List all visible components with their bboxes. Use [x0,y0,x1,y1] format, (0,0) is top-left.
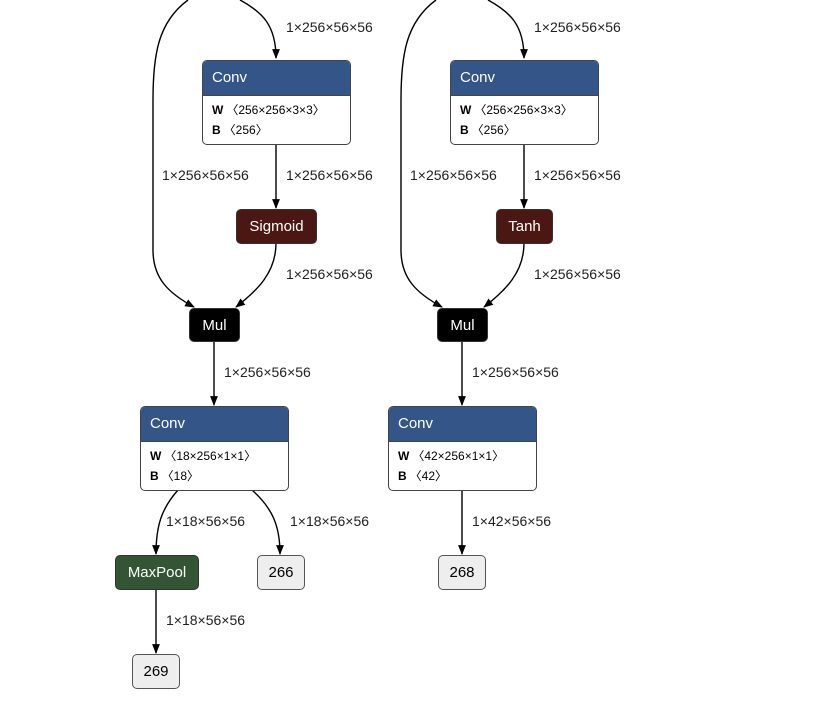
left-maxpool-node[interactable]: MaxPool [115,555,199,590]
left-conv2-bias-shape: 〈18〉 [161,469,200,483]
edge-left-bypass [152,0,195,308]
left-conv1-weight-shape: 〈256×256×3×3〉 [226,103,325,117]
left-edge-label-bypass: 1×256×56×56 [162,167,249,183]
left-edge-label-mul-conv2: 1×256×56×56 [224,364,311,380]
right-edge-label-conv1-tanh: 1×256×56×56 [534,167,621,183]
right-conv1-bias-key: B [460,123,469,137]
output-268-node[interactable]: 268 [438,555,486,590]
left-conv1-weight-key: W [212,103,224,117]
left-conv1-node[interactable]: Conv W〈256×256×3×3〉 B〈256〉 [202,60,351,145]
right-conv2-node[interactable]: Conv W〈42×256×1×1〉 B〈42〉 [388,406,537,491]
right-edge-label-bypass: 1×256×56×56 [410,167,497,183]
left-conv1-bias-shape: 〈256〉 [223,123,268,137]
left-conv2-weight-shape: 〈18×256×1×1〉 [164,449,257,463]
edge-right-tanh-mul [483,242,525,308]
left-edge-label-conv1-sigmoid: 1×256×56×56 [286,167,373,183]
right-conv2-bias-key: B [398,469,407,483]
edge-left-sigmoid-mul [235,242,277,308]
left-edge-label-maxpool-269: 1×18×56×56 [166,612,246,628]
left-conv1-title: Conv [203,61,350,96]
right-conv1-weight-key: W [460,103,472,117]
output-269-node[interactable]: 269 [132,654,180,689]
output-266-label: 266 [268,564,294,581]
right-edge-label-input-conv1: 1×256×56×56 [534,19,621,35]
right-conv2-weight-shape: 〈42×256×1×1〉 [412,449,505,463]
edge-left-input-conv1 [239,0,280,59]
left-sigmoid-node[interactable]: Sigmoid [236,209,317,244]
right-conv1-node[interactable]: Conv W〈256×256×3×3〉 B〈256〉 [450,60,599,145]
right-conv2-bias-shape: 〈42〉 [409,469,448,483]
edge-right-input-conv1 [487,0,528,59]
edge-left-conv2-maxpool [152,489,179,555]
right-tanh-label: Tanh [508,218,541,235]
right-mul-label: Mul [450,316,475,334]
output-266-node[interactable]: 266 [257,555,305,590]
left-conv2-node[interactable]: Conv W〈18×256×1×1〉 B〈18〉 [140,406,289,491]
output-269-label: 269 [143,663,169,680]
left-conv2-title: Conv [141,407,288,442]
left-mul-node[interactable]: Mul [189,308,240,342]
left-conv2-weight-key: W [150,449,162,463]
right-edge-label-tanh-mul: 1×256×56×56 [534,266,621,282]
right-conv2-title: Conv [389,407,536,442]
left-edge-label-sigmoid-mul: 1×256×56×56 [286,266,373,282]
left-conv2-bias-key: B [150,469,159,483]
edge-left-conv2-266 [251,489,284,555]
left-maxpool-label: MaxPool [127,564,187,581]
right-conv2-weight-key: W [398,449,410,463]
left-mul-label: Mul [202,316,227,334]
output-268-label: 268 [449,564,475,581]
left-sigmoid-label: Sigmoid [249,218,304,235]
right-conv1-weight-shape: 〈256×256×3×3〉 [474,103,573,117]
right-conv1-bias-shape: 〈256〉 [471,123,516,137]
right-conv1-title: Conv [451,61,598,96]
right-edge-label-conv2-268: 1×42×56×56 [472,513,552,529]
left-edge-label-conv2-266: 1×18×56×56 [290,513,370,529]
right-tanh-node[interactable]: Tanh [496,209,553,244]
left-edge-label-input-conv1: 1×256×56×56 [286,19,373,35]
edge-right-bypass [400,0,443,308]
right-edge-label-mul-conv2: 1×256×56×56 [472,364,559,380]
left-conv1-bias-key: B [212,123,221,137]
right-mul-node[interactable]: Mul [437,308,488,342]
left-edge-label-conv2-maxpool: 1×18×56×56 [166,513,246,529]
